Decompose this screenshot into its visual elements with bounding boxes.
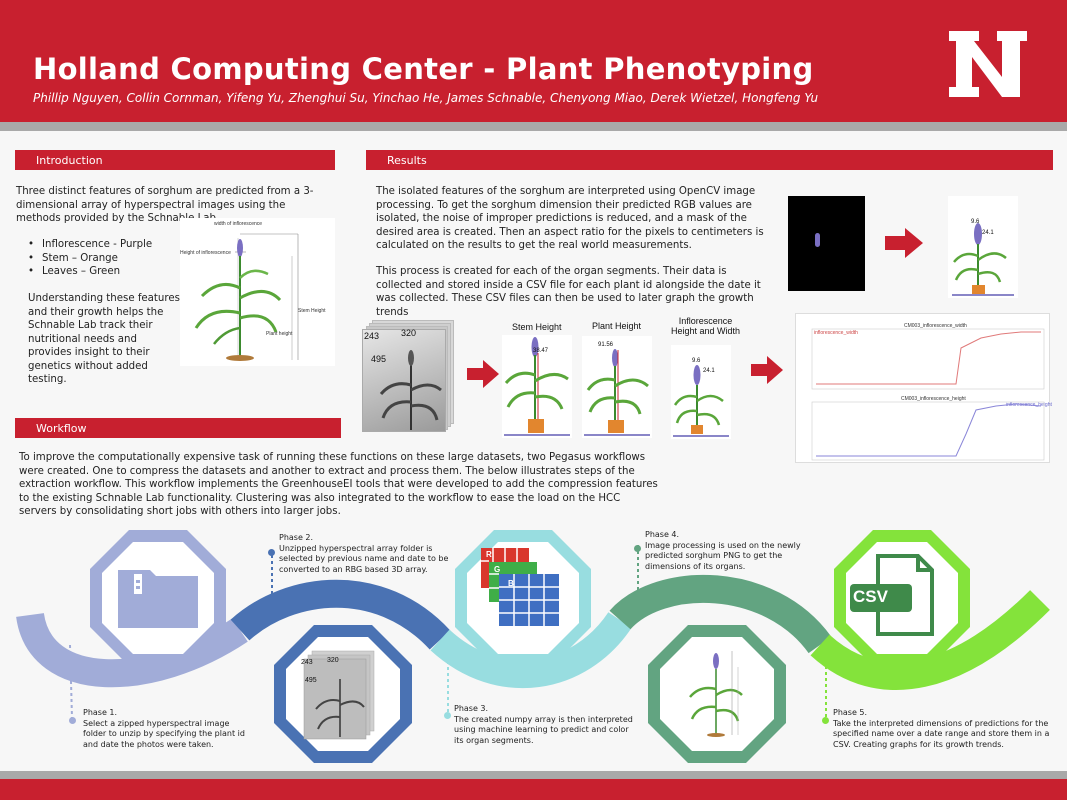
rgb-letter-g: G [494,565,501,574]
introduction-paragraph: Three distinct features of sorghum are p… [16,186,314,224]
inf-width-value-2: 24.1 [703,368,715,374]
feature-leaves: Leaves – Green [28,265,208,279]
stem-height-label: Stem Height [298,308,326,314]
csv-file-icon [850,554,934,636]
phase5-marker [822,717,829,724]
phase2-cube-label-495: 495 [305,677,317,684]
phase1-description: Select a zipped hyperspectral image fold… [83,718,245,749]
footer-divider [0,771,1067,779]
results-heading-bar: Results [366,150,1053,170]
stem-value: 38.47 [533,348,549,354]
arrow-icon [467,360,499,388]
phase3-title: Phase 3. [454,704,489,713]
phase2-description: Unzipped hyperspectral array folder is s… [279,543,449,574]
rgb-array-icon [481,548,559,626]
phase2-octagon [274,625,412,763]
plant-height-title: Plant Height [592,321,642,331]
introduction-heading: Introduction [36,154,103,167]
plant-measurement-diagram: width of inflorescence Height of inflore… [180,218,335,366]
csv-label: CSV [853,587,888,606]
rgb-letter-b: B [508,579,514,588]
inf-height-value: 9.6 [971,219,980,225]
plant-illustration [194,233,299,361]
poster-footer [0,779,1067,800]
zip-folder-icon [118,570,198,628]
phase1-title: Phase 1. [83,708,118,717]
stem-height-image: 38.47 [502,335,572,438]
feature-stem: Stem – Orange [28,252,208,266]
phase5-text-block: Phase 5. Take the interpreted dimensions… [833,708,1053,750]
phase4-description: Image processing is used on the newly pr… [645,540,801,571]
phase2-cube-label-320: 320 [327,657,339,664]
phase4-octagon [648,625,786,763]
feature-list: Inflorescence - Purple Stem – Orange Lea… [28,238,208,279]
cube-label-495: 495 [371,354,387,364]
stem-height-title: Stem Height [512,322,562,332]
plant-height-image: 91.56 [582,336,652,438]
header-divider [0,122,1067,131]
cube-label-243: 243 [364,331,380,341]
phase5-title: Phase 5. [833,708,868,717]
inf-height-value-2: 9.6 [692,358,701,364]
workflow-heading-bar: Workflow [15,418,341,438]
cube-label-320: 320 [401,328,417,338]
workflow-heading: Workflow [36,422,87,435]
phase1-marker [69,717,76,724]
plant-value: 91.56 [598,342,614,348]
chart-top-legend: inflorescence_width [814,330,858,336]
chart-top-title: CM003_inflorescence_width [904,323,967,329]
plant-mask-image [788,196,865,291]
phase2-title: Phase 2. [279,533,314,542]
hyperspectral-cube-stack: 243 320 495 [362,320,454,432]
results-paragraph-2: This process is created for each of the … [376,266,761,318]
phase4-marker [634,545,641,552]
inflorescence-image: 9.6 24.1 [671,345,731,439]
measured-inflorescence-image: 9.6 24.1 [948,196,1018,298]
chart-bottom-title: CM003_inflorescence_height [901,396,966,402]
introduction-heading-bar: Introduction [15,150,335,170]
workflow-wave [16,545,1050,719]
phase3-octagon [455,530,591,666]
workflow-paragraph: To improve the computationally expensive… [19,452,658,517]
grayscale-plant [379,350,442,430]
phase3-description: The created numpy array is then interpre… [454,714,633,745]
arrow-icon [885,228,923,258]
growth-trend-charts: CM003_inflorescence_width inflorescence_… [795,313,1052,463]
feature-inflorescence: Inflorescence - Purple [28,238,208,252]
width-of-inflorescence-label: width of inflorescence [214,221,263,227]
hyperspectral-cube-icon [303,650,375,740]
arrow-icon [751,356,783,384]
phase2-text-block: Phase 2. Unzipped hyperspectral array fo… [279,533,464,575]
phase2-marker [268,549,275,556]
height-of-inflorescence-label: Height of inflorescence [180,250,231,256]
plant-height-label: Plant height [266,331,293,337]
measured-plant-icon [689,651,743,737]
rgb-letter-r: R [486,550,492,559]
introduction-paragraph-2: Understanding these features and their g… [28,293,180,385]
growth-lines [811,328,1045,461]
inf-width-value: 24.1 [982,230,994,236]
plant-illustration [673,365,729,437]
poster-header: Holland Computing Center - Plant Phenoty… [0,0,1067,122]
plant-illustration [584,349,650,436]
phase2-cube-label-243: 243 [301,659,313,666]
phase4-title: Phase 4. [645,530,680,539]
inflorescence-title: Inflorescence Height and Width [670,316,741,336]
phase3-text-block: Phase 3. The created numpy array is then… [454,704,634,746]
phase3-marker [444,712,451,719]
phase5-octagon [834,530,970,666]
mask-inflorescence [815,233,820,247]
university-logo [949,31,1027,97]
phase5-description: Take the interpreted dimensions of predi… [833,718,1050,749]
author-list: Phillip Nguyen, Collin Cornman, Yifeng Y… [33,91,819,105]
results-heading: Results [387,154,427,167]
phase1-octagon [90,530,226,666]
phase4-text-block: Phase 4. Image processing is used on the… [645,530,805,572]
poster-title: Holland Computing Center - Plant Phenoty… [33,52,814,86]
plant-illustration [952,223,1014,296]
results-paragraph: The isolated features of the sorghum are… [376,186,764,251]
plant-illustration [504,337,570,436]
phase1-text-block: Phase 1. Select a zipped hyperspectral i… [83,708,253,750]
